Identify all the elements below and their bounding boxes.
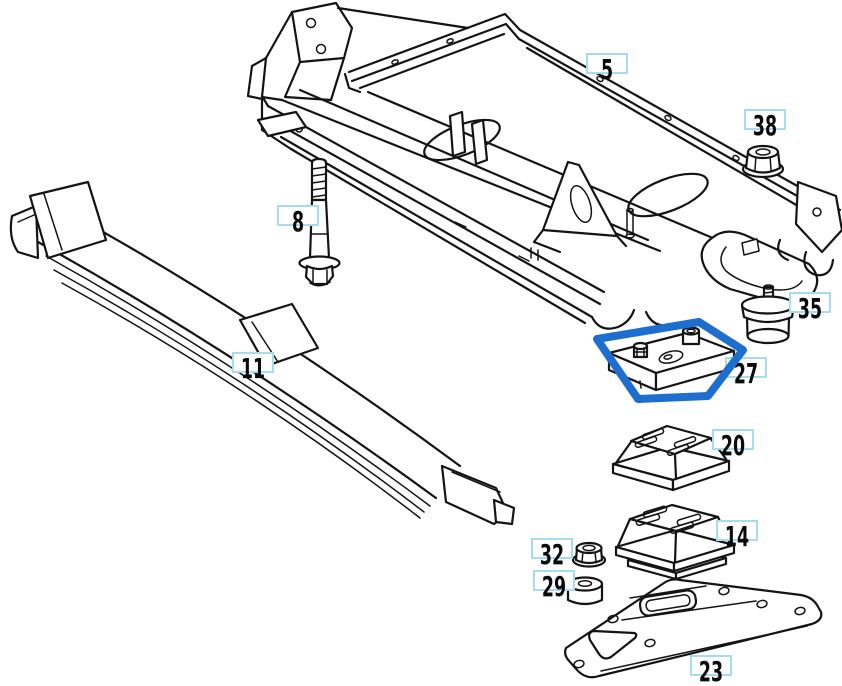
part-14-rubber-mount-drawing: [614, 503, 736, 581]
part-23-support-bracket-drawing: [564, 578, 823, 679]
callout-part-20[interactable]: 20: [712, 429, 754, 460]
callout-part-23[interactable]: 23: [690, 655, 732, 686]
callout-number: 8: [291, 205, 305, 238]
part-35-buffer-drawing: [740, 284, 796, 345]
callout-number: 5: [600, 53, 614, 86]
callout-part-29[interactable]: 29: [533, 570, 575, 601]
part-5-crossmember-drawing: [246, 1, 842, 330]
callout-number: 23: [698, 655, 724, 686]
callout-number: 27: [733, 357, 759, 390]
callout-part-8[interactable]: 8: [277, 205, 319, 236]
part-29-spacer-drawing: [566, 576, 604, 606]
callout-number: 32: [539, 538, 565, 571]
callout-number: 35: [797, 292, 823, 325]
callout-part-32[interactable]: 32: [531, 538, 573, 569]
callout-number: 11: [240, 352, 266, 385]
callout-number: 29: [541, 570, 567, 603]
part-38-nut-drawing: [741, 144, 785, 179]
callout-number: 20: [720, 429, 746, 462]
part-20-rubber-mount-drawing: [611, 424, 731, 492]
callout-part-11[interactable]: 11: [232, 352, 274, 383]
callout-part-38[interactable]: 38: [744, 109, 786, 140]
callout-number: 14: [724, 520, 750, 553]
part-8-bolt-drawing: [298, 157, 341, 287]
callout-part-35[interactable]: 35: [789, 292, 831, 323]
callout-part-27[interactable]: 27: [725, 357, 767, 388]
part-27-mounting-plate-drawing: [607, 326, 736, 392]
callout-number: 38: [752, 109, 778, 142]
part-32-nut-drawing: [571, 541, 607, 568]
callout-part-14[interactable]: 14: [716, 520, 758, 551]
callout-part-5[interactable]: 5: [586, 53, 628, 84]
